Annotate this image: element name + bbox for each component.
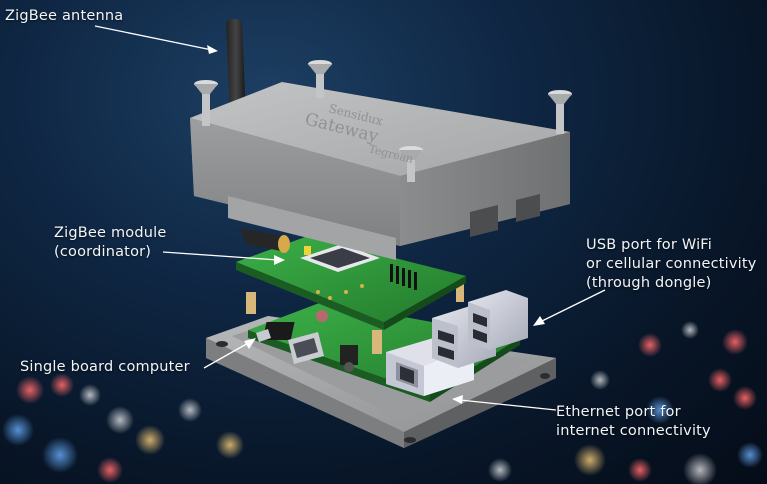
label-zigbee-module-line1: ZigBee module xyxy=(54,225,167,241)
screws xyxy=(194,60,572,182)
label-ethernet-port-line1: Ethernet port for xyxy=(556,404,681,420)
zigbee-antenna xyxy=(226,19,290,253)
bokeh-background xyxy=(2,321,763,484)
enclosure-lid xyxy=(190,82,570,260)
label-ethernet-port: Ethernet port for internet connectivity xyxy=(556,403,711,441)
label-ethernet-port-line2: internet connectivity xyxy=(556,423,711,439)
label-usb-port-line1: USB port for WiFi xyxy=(586,237,713,253)
label-zigbee-module-line2: (coordinator) xyxy=(54,244,152,260)
usb-ports xyxy=(432,290,528,368)
label-zigbee-module: ZigBee module (coordinator) xyxy=(54,224,167,262)
label-single-board-computer-text: Single board computer xyxy=(20,359,190,375)
label-usb-port: USB port for WiFi or cellular connectivi… xyxy=(586,236,757,293)
zigbee-module-board xyxy=(236,236,466,330)
label-zigbee-antenna: ZigBee antenna xyxy=(5,7,123,26)
leader-lines xyxy=(94,25,606,411)
label-single-board-computer: Single board computer xyxy=(20,358,190,377)
label-zigbee-antenna-text: ZigBee antenna xyxy=(5,8,124,24)
standoffs xyxy=(246,282,464,354)
label-usb-port-line3: (through dongle) xyxy=(586,275,712,291)
label-usb-port-line2: or cellular connectivity xyxy=(586,256,757,272)
